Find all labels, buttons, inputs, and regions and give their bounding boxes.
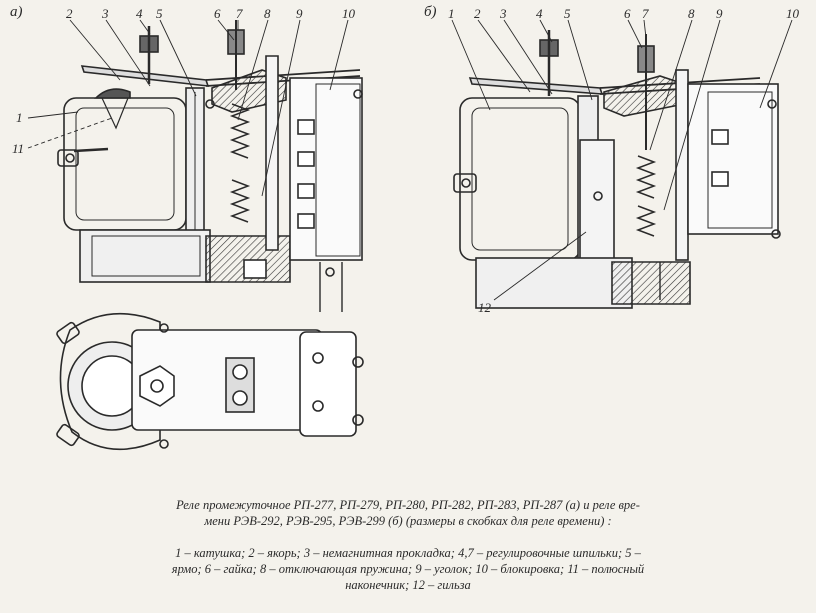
caption-title-line-1: Реле промежуточное РП-277, РП-279, РП-28… — [176, 498, 640, 512]
relay-drawing: а) б) 2 3 4 5 6 7 8 9 10 1 11 1 2 3 4 5 … — [10, 4, 800, 451]
armature-b — [468, 77, 604, 95]
figure-caption: Реле промежуточное РП-277, РП-279, РП-28… — [0, 497, 816, 529]
label-b-3: 3 — [499, 6, 507, 21]
label-a-11: 11 — [12, 141, 24, 156]
pole-tip-a — [94, 88, 131, 99]
legend-line-1: 1 – катушка; 2 – якорь; 3 – немагнитная … — [175, 546, 641, 560]
label-a-8: 8 — [264, 6, 271, 21]
label-a-1: 1 — [16, 110, 23, 125]
label-b-1: 1 — [448, 6, 455, 21]
spring-b — [635, 155, 657, 199]
label-b-2: 2 — [474, 6, 481, 21]
legend-line-3: наконечник; 12 – гильза — [345, 578, 471, 592]
label-a-2: 2 — [66, 6, 73, 21]
label-a-10: 10 — [342, 6, 356, 21]
legend-line-2: ярмо; 6 – гайка; 8 – отключающая пружина… — [171, 562, 645, 576]
relay-a-side-view — [57, 20, 363, 312]
leader-lines — [27, 19, 793, 301]
label-a-6: 6 — [214, 6, 221, 21]
label-a-4: 4 — [136, 6, 143, 21]
relay-a-top-view — [56, 312, 364, 451]
label-a-7: 7 — [236, 6, 243, 21]
label-b-10: 10 — [786, 6, 800, 21]
label-a-9: 9 — [296, 6, 303, 21]
blocking-a — [289, 77, 363, 261]
label-b-9: 9 — [716, 6, 723, 21]
label-b-6: 6 — [624, 6, 631, 21]
relay-b-side-view — [453, 30, 781, 309]
bracket-b — [675, 69, 689, 261]
figure-legend: 1 – катушка; 2 – якорь; 3 – немагнитная … — [0, 545, 816, 593]
panel-label-b: б) — [424, 4, 437, 20]
labels-a: 2 3 4 5 6 7 8 9 10 1 11 — [12, 6, 356, 156]
bracket-a — [265, 55, 279, 251]
label-b-8: 8 — [688, 6, 695, 21]
caption-title-line-2: мени РЭВ-292, РЭВ-295, РЭВ-299 (б) (разм… — [204, 514, 612, 528]
label-a-5: 5 — [156, 6, 163, 21]
coil-b — [459, 97, 581, 261]
label-b-4: 4 — [536, 6, 543, 21]
label-b-5: 5 — [564, 6, 571, 21]
coil-a — [63, 97, 187, 231]
panel-label-a: а) — [10, 4, 23, 20]
labels-b: 1 2 3 4 5 6 7 8 9 10 12 — [448, 6, 800, 315]
label-b-12: 12 — [478, 300, 492, 315]
label-a-3: 3 — [101, 6, 109, 21]
label-b-7: 7 — [642, 6, 649, 21]
blocking-b — [687, 83, 779, 235]
armature-a — [80, 65, 210, 87]
